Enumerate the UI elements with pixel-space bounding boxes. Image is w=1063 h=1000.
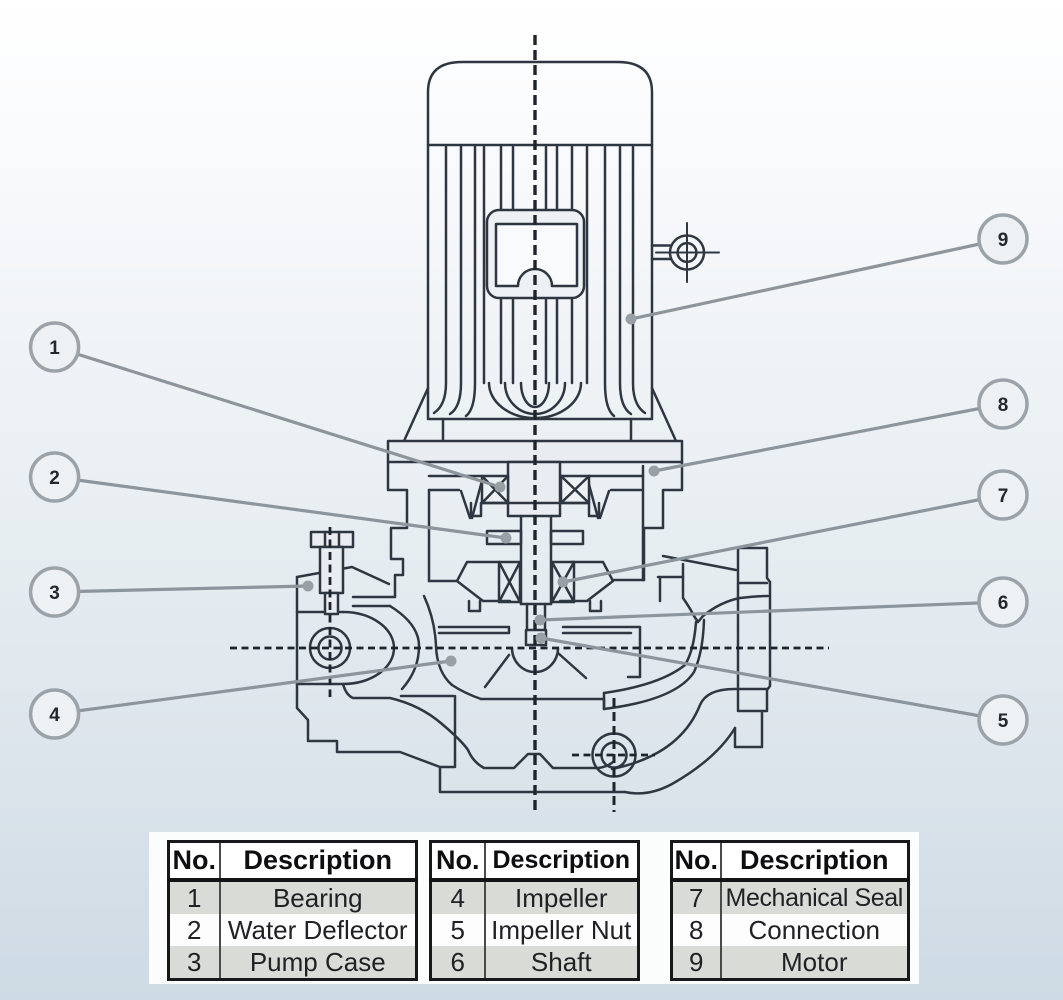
- svg-text:5: 5: [998, 711, 1009, 732]
- svg-text:1: 1: [49, 338, 60, 359]
- svg-text:6: 6: [998, 593, 1009, 614]
- svg-text:3: 3: [49, 583, 60, 604]
- svg-text:9: 9: [998, 230, 1009, 251]
- svg-text:4: 4: [49, 705, 60, 726]
- svg-text:7: 7: [998, 486, 1009, 507]
- svg-text:8: 8: [998, 395, 1009, 416]
- svg-text:2: 2: [49, 468, 60, 489]
